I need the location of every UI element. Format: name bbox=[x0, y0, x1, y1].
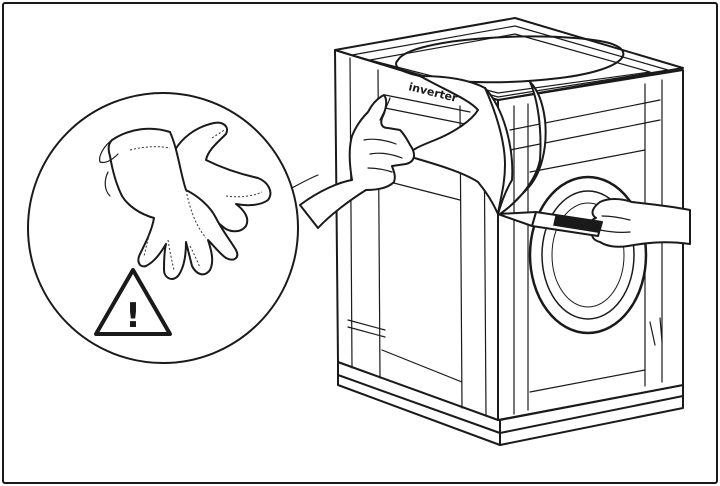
plastic-cover: inverter bbox=[395, 35, 625, 215]
warning-symbol: ! bbox=[125, 296, 141, 336]
left-hand bbox=[299, 94, 415, 229]
warning-triangle-icon: ! bbox=[94, 268, 172, 336]
right-hand-with-knife bbox=[497, 198, 691, 248]
tape-marks bbox=[347, 317, 663, 346]
protective-gloves-icon bbox=[99, 121, 272, 280]
utility-knife-icon bbox=[497, 211, 603, 237]
safety-callout: ! bbox=[27, 92, 319, 364]
